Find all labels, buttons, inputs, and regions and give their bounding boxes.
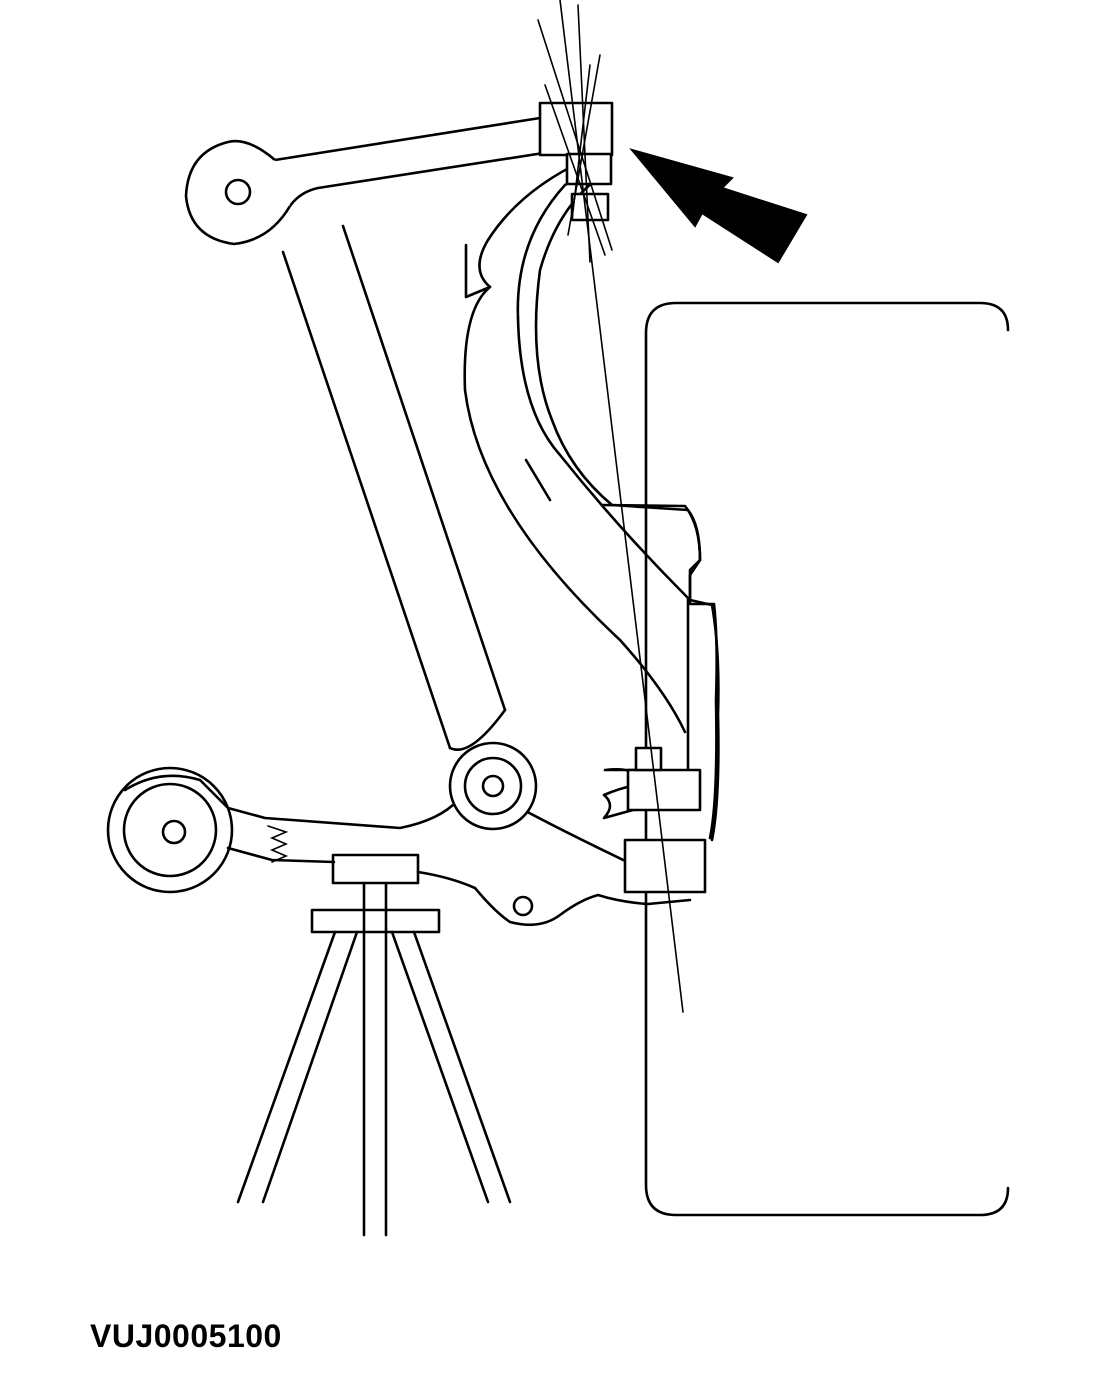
- strut-assembly: [281, 224, 538, 831]
- knuckle-lower-stud: [634, 746, 663, 772]
- strut-lower-mount-bolt: [481, 774, 505, 798]
- tripod-leg-right-outer: [412, 930, 512, 1204]
- axis-reference-lines: [537, 0, 684, 1013]
- figure-code: VUJ0005100: [90, 1318, 282, 1354]
- tripod-head: [331, 853, 420, 885]
- zigzag-break-mark: [267, 825, 289, 863]
- tripod-leg-left-outer: [236, 930, 337, 1204]
- tripod-plate: [310, 908, 441, 934]
- knuckle-lower-boss: [626, 768, 702, 812]
- tripod-leg-right-inner: [390, 930, 490, 1204]
- lower-arm-bushing-inner: [122, 782, 218, 878]
- strut-lower-mount-outer: [448, 741, 538, 831]
- lower-arm-bolt-hole: [161, 819, 187, 845]
- strut-lower-mount-inner: [463, 756, 523, 816]
- sightline-4: [571, 64, 591, 221]
- lower-control-arm: [106, 766, 692, 927]
- sightline-1: [537, 19, 613, 251]
- sightline-3: [577, 4, 591, 263]
- sightline-5: [544, 84, 606, 256]
- wheel-outline: [644, 301, 1010, 1217]
- upper-arm-bolt-hole: [224, 178, 252, 206]
- upper-control-arm: [184, 101, 614, 246]
- lower-arm-bushing-outer: [106, 766, 234, 894]
- brake-caliper: [600, 503, 720, 842]
- tripod: [236, 853, 512, 1237]
- tripod-leg-left-inner: [261, 930, 359, 1204]
- lower-arm-small-hole: [512, 895, 534, 917]
- pointer-arrow-icon: [629, 148, 808, 264]
